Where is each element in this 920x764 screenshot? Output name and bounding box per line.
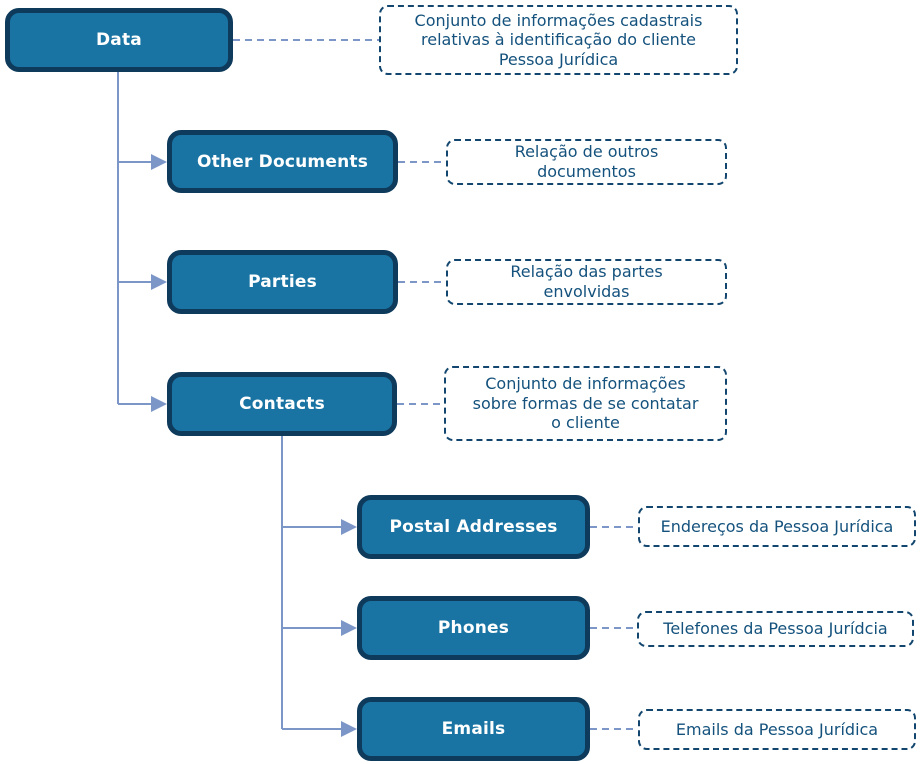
arrowhead-other-documents [151, 154, 167, 170]
node-postal-addresses-label: Postal Addresses [389, 517, 558, 537]
tree-data-branches [117, 72, 167, 412]
note-parties-text: Relação das partes envolvidas [510, 262, 663, 301]
node-phones-label: Phones [437, 618, 510, 638]
node-data-label: Data [96, 30, 142, 50]
node-emails-label: Emails [441, 719, 506, 739]
note-postal-addresses: Endereços da Pessoa Jurídica [638, 506, 916, 547]
note-parties: Relação das partes envolvidas [446, 259, 727, 305]
node-other-documents-label: Other Documents [196, 151, 369, 172]
note-connectors [233, 39, 638, 730]
note-other-documents-text: Relação de outros documentos [514, 142, 659, 181]
note-other-documents: Relação de outros documentos [446, 139, 727, 185]
node-other-documents: Other Documents [167, 130, 398, 193]
arrowhead-postal-addresses [341, 519, 357, 535]
arrowhead-contacts [151, 396, 167, 412]
node-parties-label: Parties [248, 272, 317, 292]
node-data: Data [5, 8, 233, 72]
tree-contacts-branches [281, 436, 357, 737]
note-postal-addresses-text: Endereços da Pessoa Jurídica [660, 516, 894, 536]
node-parties: Parties [167, 250, 398, 314]
note-phones: Telefones da Pessoa Jurídcia [637, 611, 914, 647]
note-data-text: Conjunto de informações cadastrais relat… [414, 10, 703, 69]
note-contacts-text: Conjunto de informações sobre formas de … [472, 374, 699, 433]
node-emails: Emails [357, 697, 590, 761]
note-contacts: Conjunto de informações sobre formas de … [444, 366, 727, 441]
node-postal-addresses: Postal Addresses [357, 495, 590, 559]
note-phones-text: Telefones da Pessoa Jurídcia [663, 619, 888, 639]
note-data: Conjunto de informações cadastrais relat… [379, 5, 738, 75]
note-emails-text: Emails da Pessoa Jurídica [675, 719, 879, 739]
note-emails: Emails da Pessoa Jurídica [638, 709, 916, 750]
arrowhead-parties [151, 274, 167, 290]
arrowhead-phones [341, 620, 357, 636]
node-contacts: Contacts [167, 372, 397, 436]
arrowhead-emails [341, 721, 357, 737]
node-contacts-label: Contacts [239, 394, 325, 414]
node-phones: Phones [357, 596, 590, 660]
